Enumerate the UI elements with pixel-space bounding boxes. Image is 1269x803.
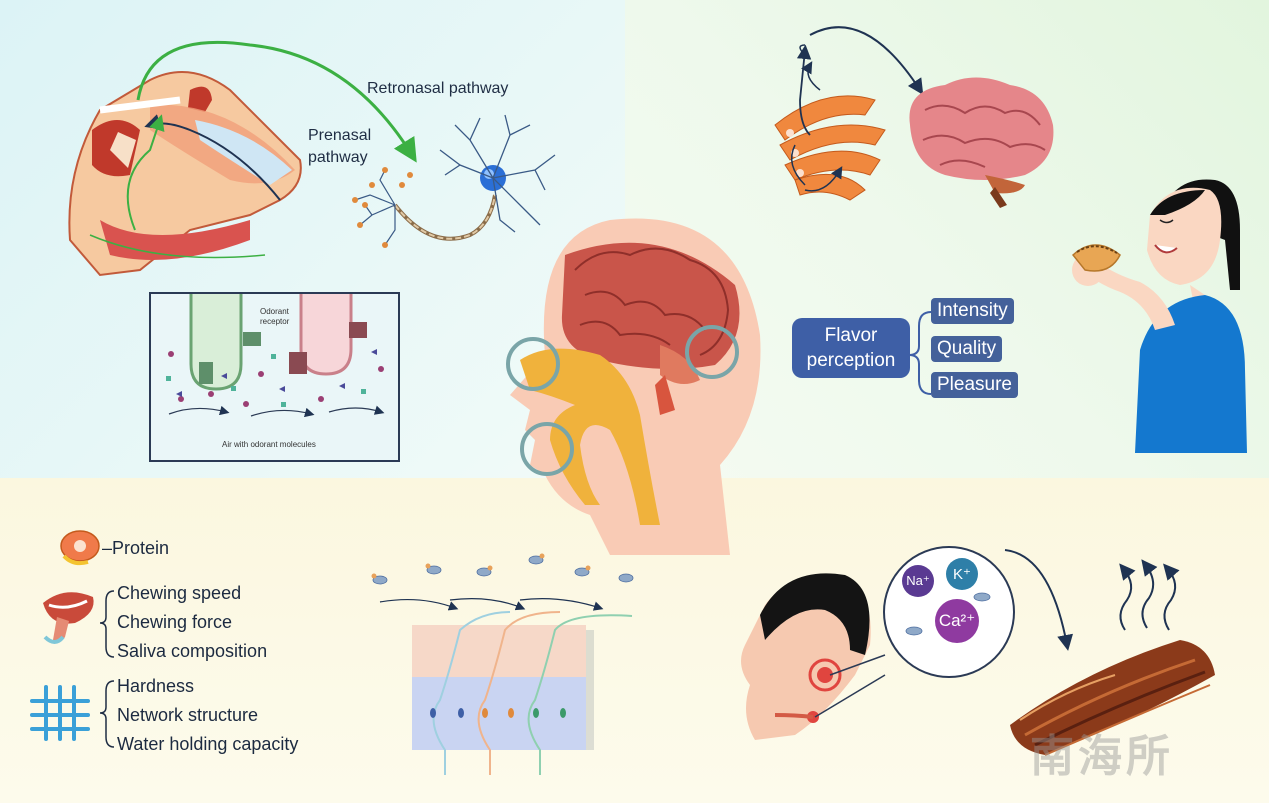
ion-sodium: Na⁺ (902, 565, 934, 597)
mouth-factor-chewing-force: Chewing force (117, 612, 233, 632)
nasal-cross-section (68, 40, 556, 277)
protein-label: –Protein (102, 538, 170, 558)
mouth-factor-chewing-speed: Chewing speed (117, 583, 242, 603)
air-odorant-label: Air with odorant molecules (222, 440, 316, 449)
flavor-bracket (908, 311, 932, 395)
person-eating (1071, 179, 1247, 453)
retronasal-pathway-label: Retronasal pathway (367, 80, 509, 97)
mouth-factor-saliva-composition: Saliva composition (117, 641, 268, 661)
grilled-eel-illustration (1004, 549, 1215, 756)
odorant-receptor-graphic (166, 294, 385, 418)
attribute-pleasure: Pleasure (931, 372, 1018, 398)
texture-factor-network-structure: Network structure (117, 705, 259, 725)
texture-bracket (99, 680, 115, 748)
mouth-bracket (99, 590, 115, 658)
prenasal-pathway-label: Prenasal pathway (308, 127, 372, 166)
odorant-receptor-label: Odorant receptor (260, 307, 290, 326)
attribute-quality: Quality (931, 336, 1003, 362)
ion-potassium: K⁺ (946, 558, 978, 590)
taste-receptor-illustration (371, 553, 634, 775)
protein-icon (60, 530, 100, 566)
flavor-perception-box: Flavor perception (792, 318, 910, 378)
shrimp-brain-illustration (774, 26, 1054, 208)
attribute-intensity: Intensity (931, 298, 1014, 324)
central-head-illustration (506, 218, 761, 555)
mouth-icon (43, 592, 94, 644)
ion-calcium: Ca²⁺ (935, 599, 979, 643)
texture-factor-water-holding-capacity: Water holding capacity (117, 734, 299, 754)
network-structure-icon (30, 685, 90, 741)
texture-factor-hardness: Hardness (117, 676, 195, 696)
face-profile-illustration (741, 573, 886, 740)
watermark: 南海所 (1030, 731, 1174, 782)
